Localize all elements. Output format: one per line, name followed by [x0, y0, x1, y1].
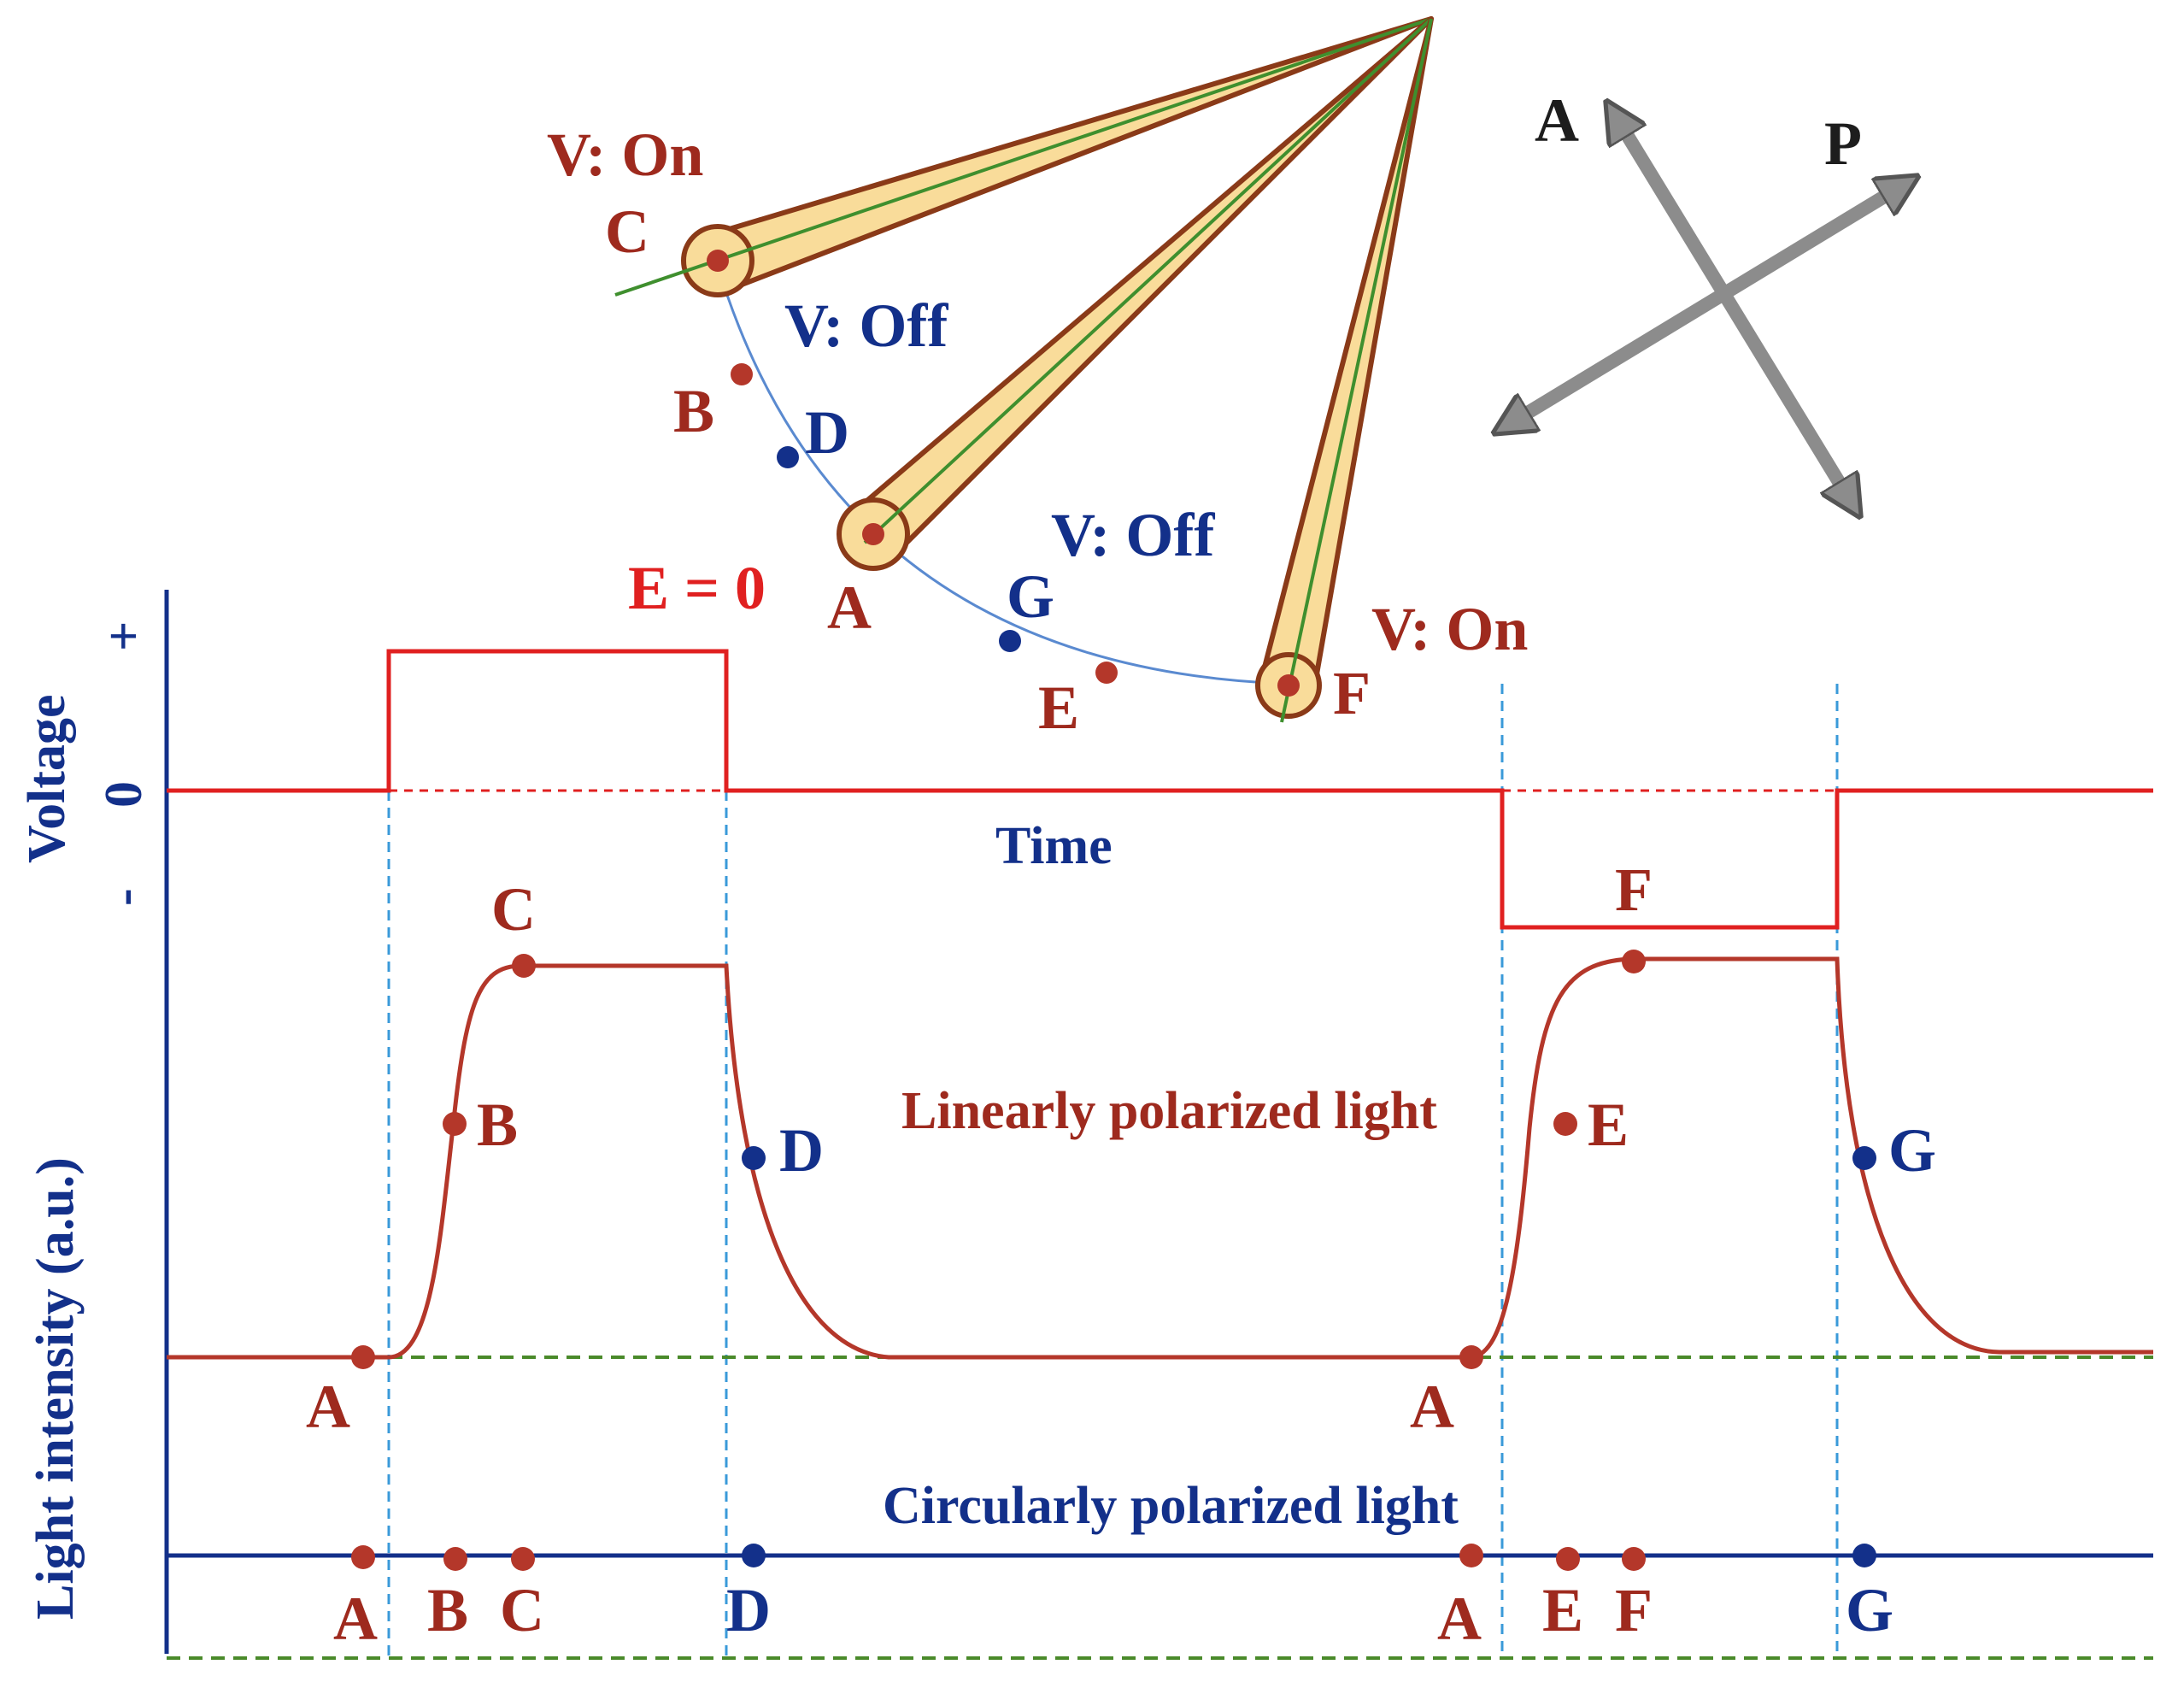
voltage-axis-label: Voltage	[18, 695, 76, 863]
label-circular-a2: A	[1437, 1585, 1482, 1653]
label-f-negative-pulse: F	[1615, 856, 1653, 924]
circular-response: Circularly polarized light A B C D A E F…	[167, 1477, 2153, 1653]
cone-dot-d	[777, 446, 799, 468]
label-v-off-2: V: Off	[1051, 501, 1215, 569]
voltage-line	[167, 649, 2153, 930]
label-circular-d: D	[726, 1576, 771, 1644]
label-linear-g: G	[1888, 1116, 1936, 1185]
cone-dot-f	[1277, 674, 1300, 697]
circular-dot-a2	[1459, 1544, 1483, 1567]
linear-dot-g	[1852, 1146, 1876, 1170]
label-g-cone: G	[1007, 562, 1054, 631]
cone-arc	[714, 260, 1287, 685]
circular-dot-c	[511, 1547, 535, 1571]
label-circular-a1: A	[333, 1585, 378, 1653]
circular-dot-b	[443, 1547, 467, 1571]
voltage-tick-zero: 0	[95, 781, 153, 808]
circular-dot-e	[1556, 1547, 1580, 1571]
intensity-axis-label: Light intensity (a.u.)	[26, 1157, 85, 1620]
cone-dot-c	[707, 250, 729, 272]
crossed-polarizers: A P	[1511, 86, 1901, 500]
circular-dot-d	[742, 1544, 766, 1567]
axes: Voltage + 0 - Time Light intensity (a.u.…	[18, 590, 2153, 1660]
cone-dot-e	[1095, 662, 1118, 684]
director-fan: V: On C V: Off B D A E = 0 V: Off G E F …	[547, 16, 1528, 742]
label-circular-e: E	[1542, 1576, 1583, 1644]
label-v-on-right: V: On	[1371, 595, 1528, 663]
analyzer-axis	[1617, 118, 1850, 500]
cone-dot-b	[731, 363, 753, 385]
label-d-cone: D	[805, 398, 849, 467]
circular-title: Circularly polarized light	[883, 1477, 1459, 1535]
label-b-cone: B	[673, 377, 714, 445]
label-c-cone: C	[605, 197, 649, 266]
linear-title: Linearly polarized light	[901, 1082, 1437, 1140]
voltage-trace: F	[167, 649, 2153, 930]
label-polarizer: P	[1824, 109, 1862, 178]
label-linear-a2: A	[1410, 1373, 1454, 1441]
label-circular-g: G	[1846, 1576, 1893, 1644]
linear-response: A B C D A E F G Linearly polarized light	[167, 875, 2153, 1441]
label-linear-c: C	[491, 875, 536, 944]
label-linear-e: E	[1588, 1091, 1629, 1159]
linear-dot-a1	[351, 1345, 375, 1369]
circular-dot-a1	[351, 1545, 375, 1569]
label-v-off-1: V: Off	[784, 291, 948, 360]
polarizer-axis	[1511, 186, 1901, 423]
label-linear-b: B	[477, 1091, 518, 1159]
linear-dot-f	[1622, 950, 1646, 973]
linear-dot-c	[512, 954, 536, 978]
cone-dot-g	[999, 630, 1021, 652]
linear-dot-b	[443, 1112, 467, 1136]
circular-dot-g	[1852, 1544, 1876, 1567]
label-linear-a1: A	[306, 1373, 350, 1441]
label-a-cone: A	[827, 573, 872, 642]
time-axis-label: Time	[995, 817, 1113, 875]
linear-dot-e	[1553, 1112, 1577, 1136]
label-circular-c: C	[500, 1576, 544, 1644]
director-rod-c	[614, 16, 1434, 297]
voltage-tick-plus: +	[95, 621, 153, 651]
label-e-zero: E = 0	[628, 554, 766, 622]
label-circular-b: B	[427, 1576, 468, 1644]
linear-dot-d	[742, 1146, 766, 1170]
label-v-on-top: V: On	[547, 121, 703, 189]
label-linear-d: D	[779, 1116, 824, 1185]
label-e-cone: E	[1038, 673, 1079, 742]
cone-dot-a	[862, 523, 884, 545]
circular-dot-f	[1622, 1547, 1646, 1571]
director-rod-f	[1255, 16, 1434, 723]
label-circular-f: F	[1615, 1576, 1653, 1644]
label-analyzer: A	[1535, 86, 1579, 155]
voltage-tick-minus: -	[95, 888, 153, 906]
label-f-cone: F	[1333, 659, 1371, 727]
linear-dot-a2	[1459, 1345, 1483, 1369]
